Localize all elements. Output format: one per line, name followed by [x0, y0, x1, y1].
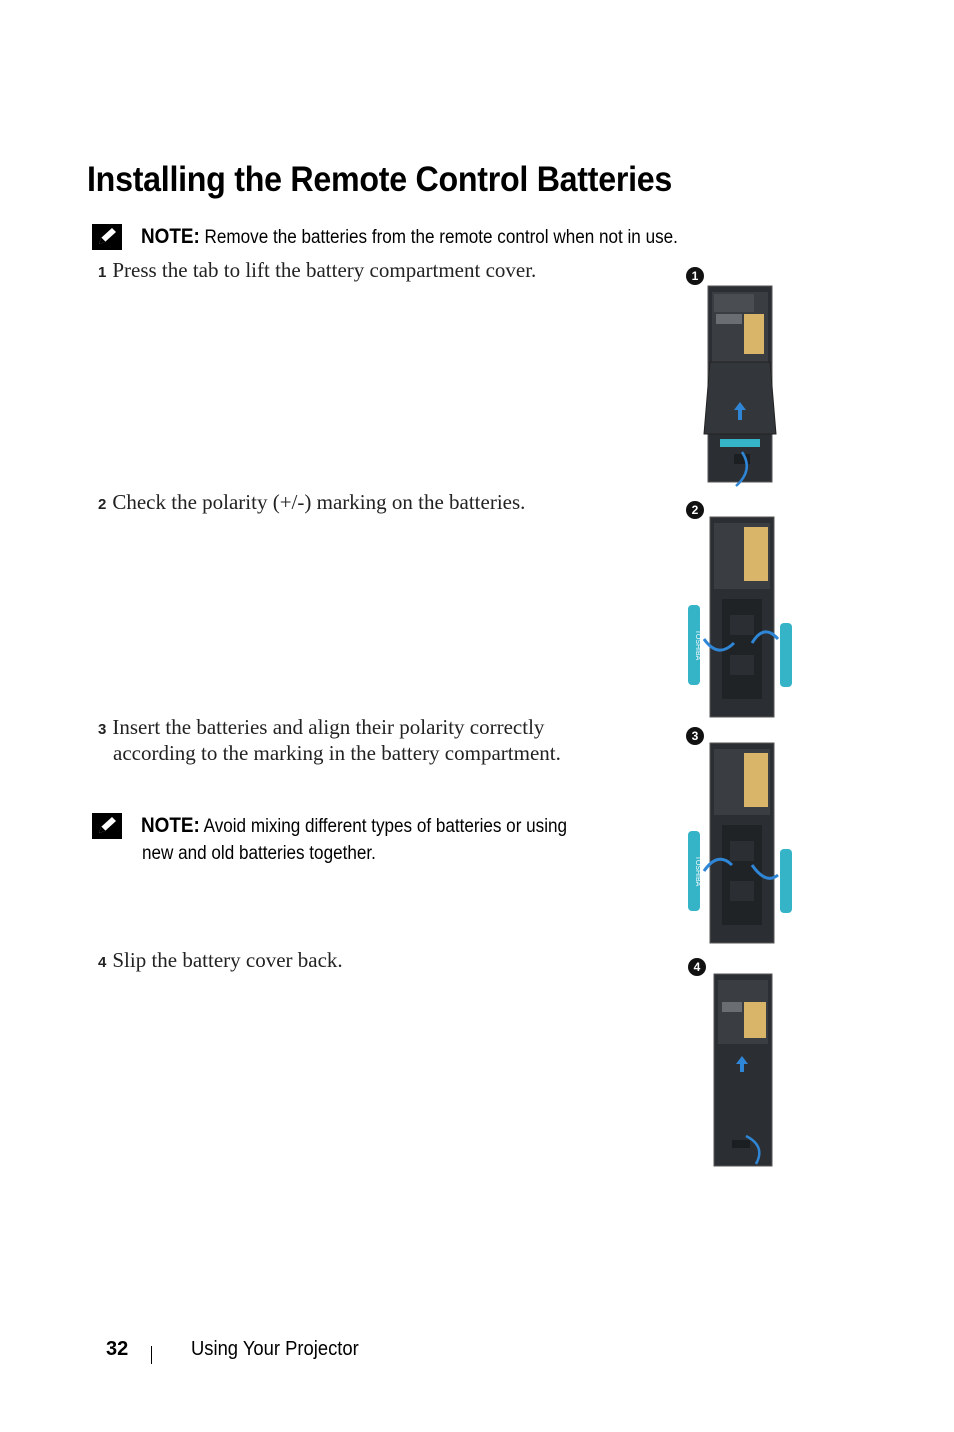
page-number: 32 [106, 1338, 129, 1360]
note-remove-batteries: NOTE: Remove the batteries from the remo… [141, 225, 678, 249]
note-battery-mixing: NOTE: Avoid mixing different types of ba… [141, 814, 567, 838]
battery-brand-text: TOSHIBA [694, 630, 701, 661]
note-pencil-icon [92, 813, 122, 839]
step-text: Slip the battery cover back. [112, 948, 343, 972]
step-text: Press the tab to lift the battery compar… [112, 258, 537, 282]
step-2: 2 Check the polarity (+/-) marking on the… [98, 489, 525, 518]
figure-1-remote-cover-open [703, 285, 777, 487]
figure-badge: 1 [686, 267, 704, 285]
note-text: Avoid mixing different types of batterie… [199, 816, 568, 837]
note-label: NOTE: [141, 814, 200, 837]
step-1: 1 Press the tab to lift the battery compa… [98, 257, 536, 286]
figure-4-cover-back [713, 973, 773, 1167]
step-number: 4 [98, 954, 107, 971]
figure-2-battery-polarity: TOSHIBA [688, 516, 792, 718]
page-title: Installing the Remote Control Batteries [87, 160, 673, 199]
step-number: 1 [98, 264, 107, 281]
step-4: 4 Slip the battery cover back. [98, 947, 343, 976]
footer-section-title: Using Your Projector [191, 1338, 359, 1360]
note-label: NOTE: [141, 225, 200, 248]
note-text: Remove the batteries from the remote con… [199, 227, 678, 248]
note-battery-mixing-line2: new and old batteries together. [142, 843, 376, 864]
footer-divider [151, 1346, 152, 1364]
step-number: 2 [98, 496, 107, 513]
figure-badge: 3 [686, 727, 704, 745]
figure-3-insert-batteries: TOSHIBA [688, 742, 792, 944]
battery-brand-text: TOSHIBA [694, 856, 701, 887]
step-3-continued: according to the marking in the battery … [113, 741, 561, 765]
figure-badge: 4 [688, 958, 706, 976]
step-text: Check the polarity (+/-) marking on the … [112, 490, 526, 514]
figure-badge: 2 [686, 501, 704, 519]
step-3: 3 Insert the batteries and align their po… [98, 714, 544, 743]
note-pencil-icon [92, 224, 122, 250]
step-number: 3 [98, 721, 107, 738]
step-text: Insert the batteries and align their pol… [112, 715, 545, 739]
